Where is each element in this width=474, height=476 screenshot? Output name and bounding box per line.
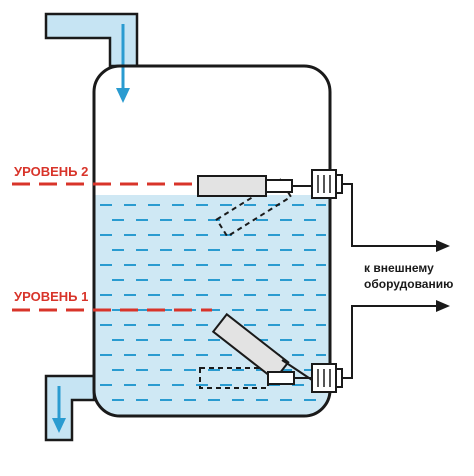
lower-float-arm	[267, 371, 295, 385]
signal-wires	[342, 183, 450, 379]
outlet-pipe	[44, 374, 96, 442]
inlet-pipe	[44, 12, 139, 103]
level-1-label: УРОВЕНЬ 1	[14, 289, 88, 304]
level-2-label: УРОВЕНЬ 2	[14, 164, 88, 179]
lower-float-switch	[199, 312, 343, 393]
upper-float	[197, 175, 267, 197]
arrow-down-icon	[116, 24, 130, 103]
upper-signal-wire	[342, 183, 438, 247]
output-label-line-1: к внешнему	[364, 261, 434, 275]
arrow-down-icon	[52, 386, 66, 433]
arrow-right-icon	[436, 300, 450, 312]
tank-outline	[92, 64, 332, 418]
upper-float-arm	[265, 179, 293, 193]
outlet-pipe-body	[44, 374, 96, 442]
water	[94, 195, 330, 416]
lower-float-ghost	[199, 367, 269, 389]
inlet-pipe-body	[44, 12, 139, 68]
water-waves	[100, 204, 326, 401]
upper-float-switch	[197, 169, 343, 238]
lower-signal-wire	[342, 305, 438, 379]
arrow-right-icon	[436, 240, 450, 252]
output-label-line-2: оборудованию	[364, 277, 453, 291]
